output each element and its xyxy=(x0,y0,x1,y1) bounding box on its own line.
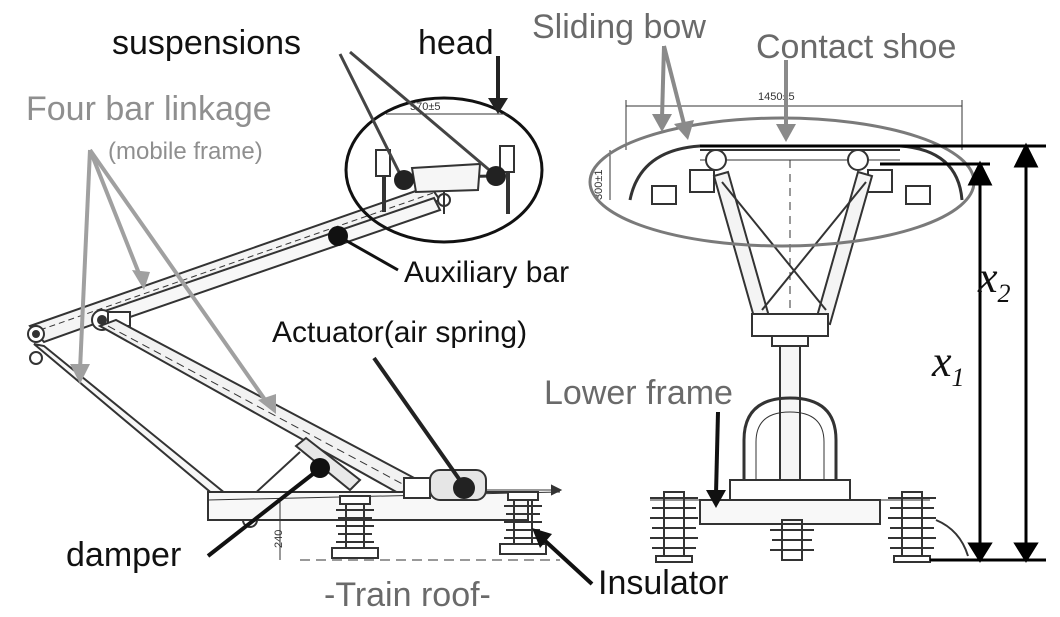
suspension-dot-right xyxy=(486,166,506,186)
head-arrow xyxy=(488,98,508,114)
label-mobile-frame: (mobile frame) xyxy=(108,138,263,165)
sliding-bow-leaders xyxy=(652,45,694,140)
x1-base: x xyxy=(932,337,952,386)
lower-frame-arch xyxy=(742,396,838,490)
insulator-arrow xyxy=(532,528,552,548)
contact-shoe-arrow xyxy=(776,124,796,142)
front-insulator-left xyxy=(650,491,698,563)
front-view-drawing xyxy=(609,100,969,563)
x1-subscript: 1 xyxy=(951,363,965,392)
label-lower-frame: Lower frame xyxy=(544,374,733,412)
x2-base: x xyxy=(978,253,998,302)
dim-bow-height-text: 300±1 xyxy=(593,169,605,200)
side-insulator-right xyxy=(499,491,547,555)
actuator-dot xyxy=(453,477,475,499)
lower-frame-arrow xyxy=(706,490,726,508)
head-callout-circle xyxy=(344,96,544,244)
upper-frame-right xyxy=(814,170,874,326)
label-x1: x1 xyxy=(932,340,965,391)
height-dimensions xyxy=(700,142,1046,563)
four-bar-leaders xyxy=(70,148,276,414)
bow-callout-ellipse xyxy=(588,116,976,248)
label-sliding-bow: Sliding bow xyxy=(532,8,706,46)
side-insulator-left xyxy=(331,495,379,559)
auxiliary-bar-dot xyxy=(328,226,348,246)
side-view-drawing xyxy=(27,145,563,561)
auxiliary-bar xyxy=(94,196,442,328)
suspension-dot-left xyxy=(394,170,414,190)
dim-bow-width-text: 1450±5 xyxy=(758,91,795,103)
label-auxiliary-bar: Auxiliary bar xyxy=(404,256,570,289)
front-insulator-center xyxy=(770,519,814,561)
label-contact-shoe: Contact shoe xyxy=(756,28,957,66)
label-insulator: Insulator xyxy=(598,564,729,602)
label-damper: damper xyxy=(66,536,182,574)
front-insulator-right xyxy=(888,491,936,563)
label-x2: x2 xyxy=(978,256,1011,307)
label-head: head xyxy=(418,24,494,62)
upper-frame-left xyxy=(712,170,772,326)
label-actuator: Actuator(air spring) xyxy=(272,316,528,349)
label-suspensions: suspensions xyxy=(112,24,302,62)
label-train-roof: -Train roof- xyxy=(324,576,491,614)
damper-dot xyxy=(310,458,330,478)
x2-subscript: 2 xyxy=(997,279,1011,308)
suspensions-leaders xyxy=(338,50,495,179)
label-four-bar-linkage: Four bar linkage xyxy=(26,90,272,128)
dim-base-text: 240 xyxy=(273,530,285,548)
